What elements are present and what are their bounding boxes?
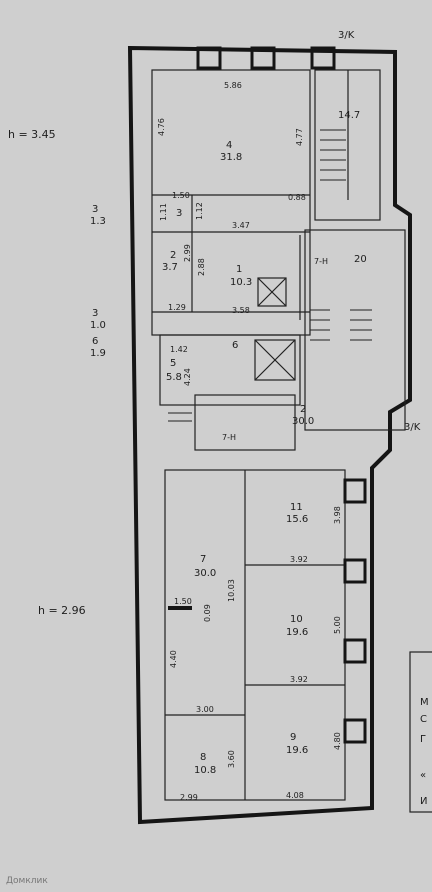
legend-box <box>409 651 432 813</box>
room-area: 30.0 <box>194 568 216 579</box>
dimension-label: 3.92 <box>290 675 308 684</box>
dimension-label: 2.99 <box>183 244 192 262</box>
dimension-label: 1.29 <box>168 303 186 312</box>
side-note-num: 3 <box>92 308 98 319</box>
height-label-upper: h = 3.45 <box>8 128 56 141</box>
dimension-label: 0.88 <box>288 193 306 202</box>
stair-treads <box>168 129 372 422</box>
dimension-label: 10.03 <box>227 579 236 602</box>
legend-text: C <box>420 714 427 725</box>
dimension-label: 1.50 <box>172 191 190 200</box>
room-area: 19.6 <box>286 745 308 756</box>
side-note-area: 1.0 <box>90 320 106 331</box>
room-number: 4 <box>226 140 232 151</box>
windows <box>196 46 367 744</box>
room-number: 2 <box>300 404 306 415</box>
dimension-label: 5.86 <box>224 81 242 90</box>
room-area: 19.6 <box>286 627 308 638</box>
room-number: 5 <box>170 358 176 369</box>
room-area: 15.6 <box>286 514 308 525</box>
room-area: 10.8 <box>194 765 216 776</box>
side-note-num: 3 <box>92 204 98 215</box>
dimension-label: 4.77 <box>295 128 304 146</box>
dimension-label: 5.00 <box>333 616 342 634</box>
dimension-label: 4.08 <box>286 791 304 800</box>
room-number: 8 <box>200 752 206 763</box>
room-number: 2 <box>170 250 176 261</box>
dimension-label: 2.88 <box>197 258 206 276</box>
code-marker: 7-H <box>222 433 236 442</box>
outer-wall <box>127 45 412 825</box>
room-number: 1 <box>236 264 242 275</box>
side-note-area: 1.3 <box>90 216 106 227</box>
legend-text: « <box>420 770 426 781</box>
stair-marker: 3/K <box>404 422 421 433</box>
dimension-label: 1.42 <box>170 345 188 354</box>
legend-text: Г <box>420 734 426 745</box>
dimension-label: 4.76 <box>157 118 166 136</box>
dimension-label: 1.11 <box>159 203 168 221</box>
dimension-label: 3.60 <box>227 750 236 768</box>
dimension-label: 4.80 <box>333 732 342 750</box>
side-note-num: 6 <box>92 336 98 347</box>
room-area: 5.8 <box>166 372 182 383</box>
room-area: 3.7 <box>162 262 178 273</box>
room-number: 9 <box>290 732 296 743</box>
room-area: 31.8 <box>220 152 242 163</box>
room-number: 6 <box>232 340 238 351</box>
watermark: Домклик <box>6 876 48 886</box>
dimension-label: 3.92 <box>290 555 308 564</box>
lower-block <box>164 469 346 801</box>
dimension-label: 4.24 <box>183 368 192 386</box>
code-marker: 7-H <box>314 257 328 266</box>
side-note-area: 1.9 <box>90 348 106 359</box>
room-area: 10.3 <box>230 277 252 288</box>
room-number: 11 <box>290 502 303 513</box>
legend-text: И <box>420 796 427 807</box>
dimension-label: 1.50 <box>174 597 192 606</box>
code-marker: 20 <box>354 254 367 265</box>
legend-text: M <box>420 697 429 708</box>
room-number: 10 <box>290 614 303 625</box>
room-area: 14.7 <box>338 110 360 121</box>
height-label-lower: h = 2.96 <box>38 604 86 617</box>
room-area: 30.0 <box>292 416 314 427</box>
room-number: 7 <box>200 554 206 565</box>
dimension-label: 3.58 <box>232 306 250 315</box>
room-number: 3 <box>176 208 182 219</box>
dimension-label: 3.47 <box>232 221 250 230</box>
stair-marker: 3/K <box>338 30 355 41</box>
dimension-label: 3.00 <box>196 705 214 714</box>
dimension-label: 1.12 <box>195 202 204 220</box>
dimension-label: 3.98 <box>333 506 342 524</box>
dimension-label: 4.40 <box>169 650 178 668</box>
dimension-label: 0.09 <box>203 604 212 622</box>
dimension-label: 2.99 <box>180 793 198 802</box>
